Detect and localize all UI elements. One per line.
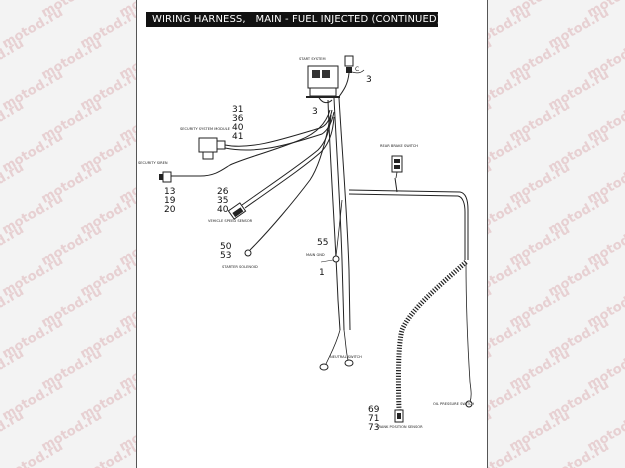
callout-ground-sub: 1 (319, 268, 325, 278)
label-security-siren: SECURITY SIREN (138, 161, 168, 165)
label-rear-brake-switch: REAR BRAKE SWITCH (380, 144, 418, 148)
callout-ckp-3: 73 (368, 423, 379, 433)
callout-security-3: 40 (232, 123, 244, 133)
callout-vss-1: 26 (217, 187, 229, 197)
svg-text:C: C (355, 66, 359, 73)
label-crank-position-sensor: CRANK POSITION SENSOR (376, 425, 423, 429)
callout-ckp-2: 71 (368, 414, 379, 424)
diagram-title: WIRING HARNESS, MAIN - FUEL INJECTED (CO… (146, 12, 441, 27)
label-security-module: SECURITY SYSTEM MODULE (180, 127, 231, 131)
label-start-system: START SYSTEM (299, 57, 326, 61)
vehicle-speed-sensor (227, 114, 335, 220)
callout-ground: 55 (317, 238, 328, 248)
callout-starter-1: 50 (220, 242, 232, 252)
neutral-switch (319, 359, 354, 371)
label-main-ground: MAIN GND (306, 253, 325, 257)
callout-vss-3: 40 (217, 205, 229, 215)
callout-top-right: 3 (366, 75, 372, 85)
security-siren (159, 109, 331, 183)
label-vehicle-speed-sensor: VEHICLE SPEED SENSOR (208, 219, 253, 223)
callout-siren-1: 13 (164, 187, 175, 197)
callout-vss-2: 35 (217, 196, 228, 206)
callout-siren-3: 20 (164, 205, 176, 215)
callout-security-4: 41 (232, 132, 243, 142)
start-system-connector (306, 65, 340, 104)
starter-solenoid (244, 117, 331, 257)
top-right-connector: C (337, 55, 365, 99)
label-neutral-switch: NEUTRAL SWITCH (330, 355, 362, 359)
callout-ckp-1: 69 (368, 405, 380, 415)
callout-siren-2: 19 (164, 196, 176, 206)
crank-conduit (394, 260, 473, 423)
callout-starter-2: 53 (220, 251, 231, 261)
callout-security-1: 31 (232, 105, 243, 115)
callout-top-mid: 3 (312, 107, 318, 117)
rear-brake-branch (348, 155, 469, 260)
security-module (198, 109, 335, 160)
label-starter-solenoid: STARTER SOLENOID (222, 265, 258, 269)
main-ground (320, 199, 343, 263)
label-oil-pressure-switch: OIL PRESSURE SWITCH (433, 402, 474, 406)
callout-security-2: 36 (232, 114, 244, 124)
